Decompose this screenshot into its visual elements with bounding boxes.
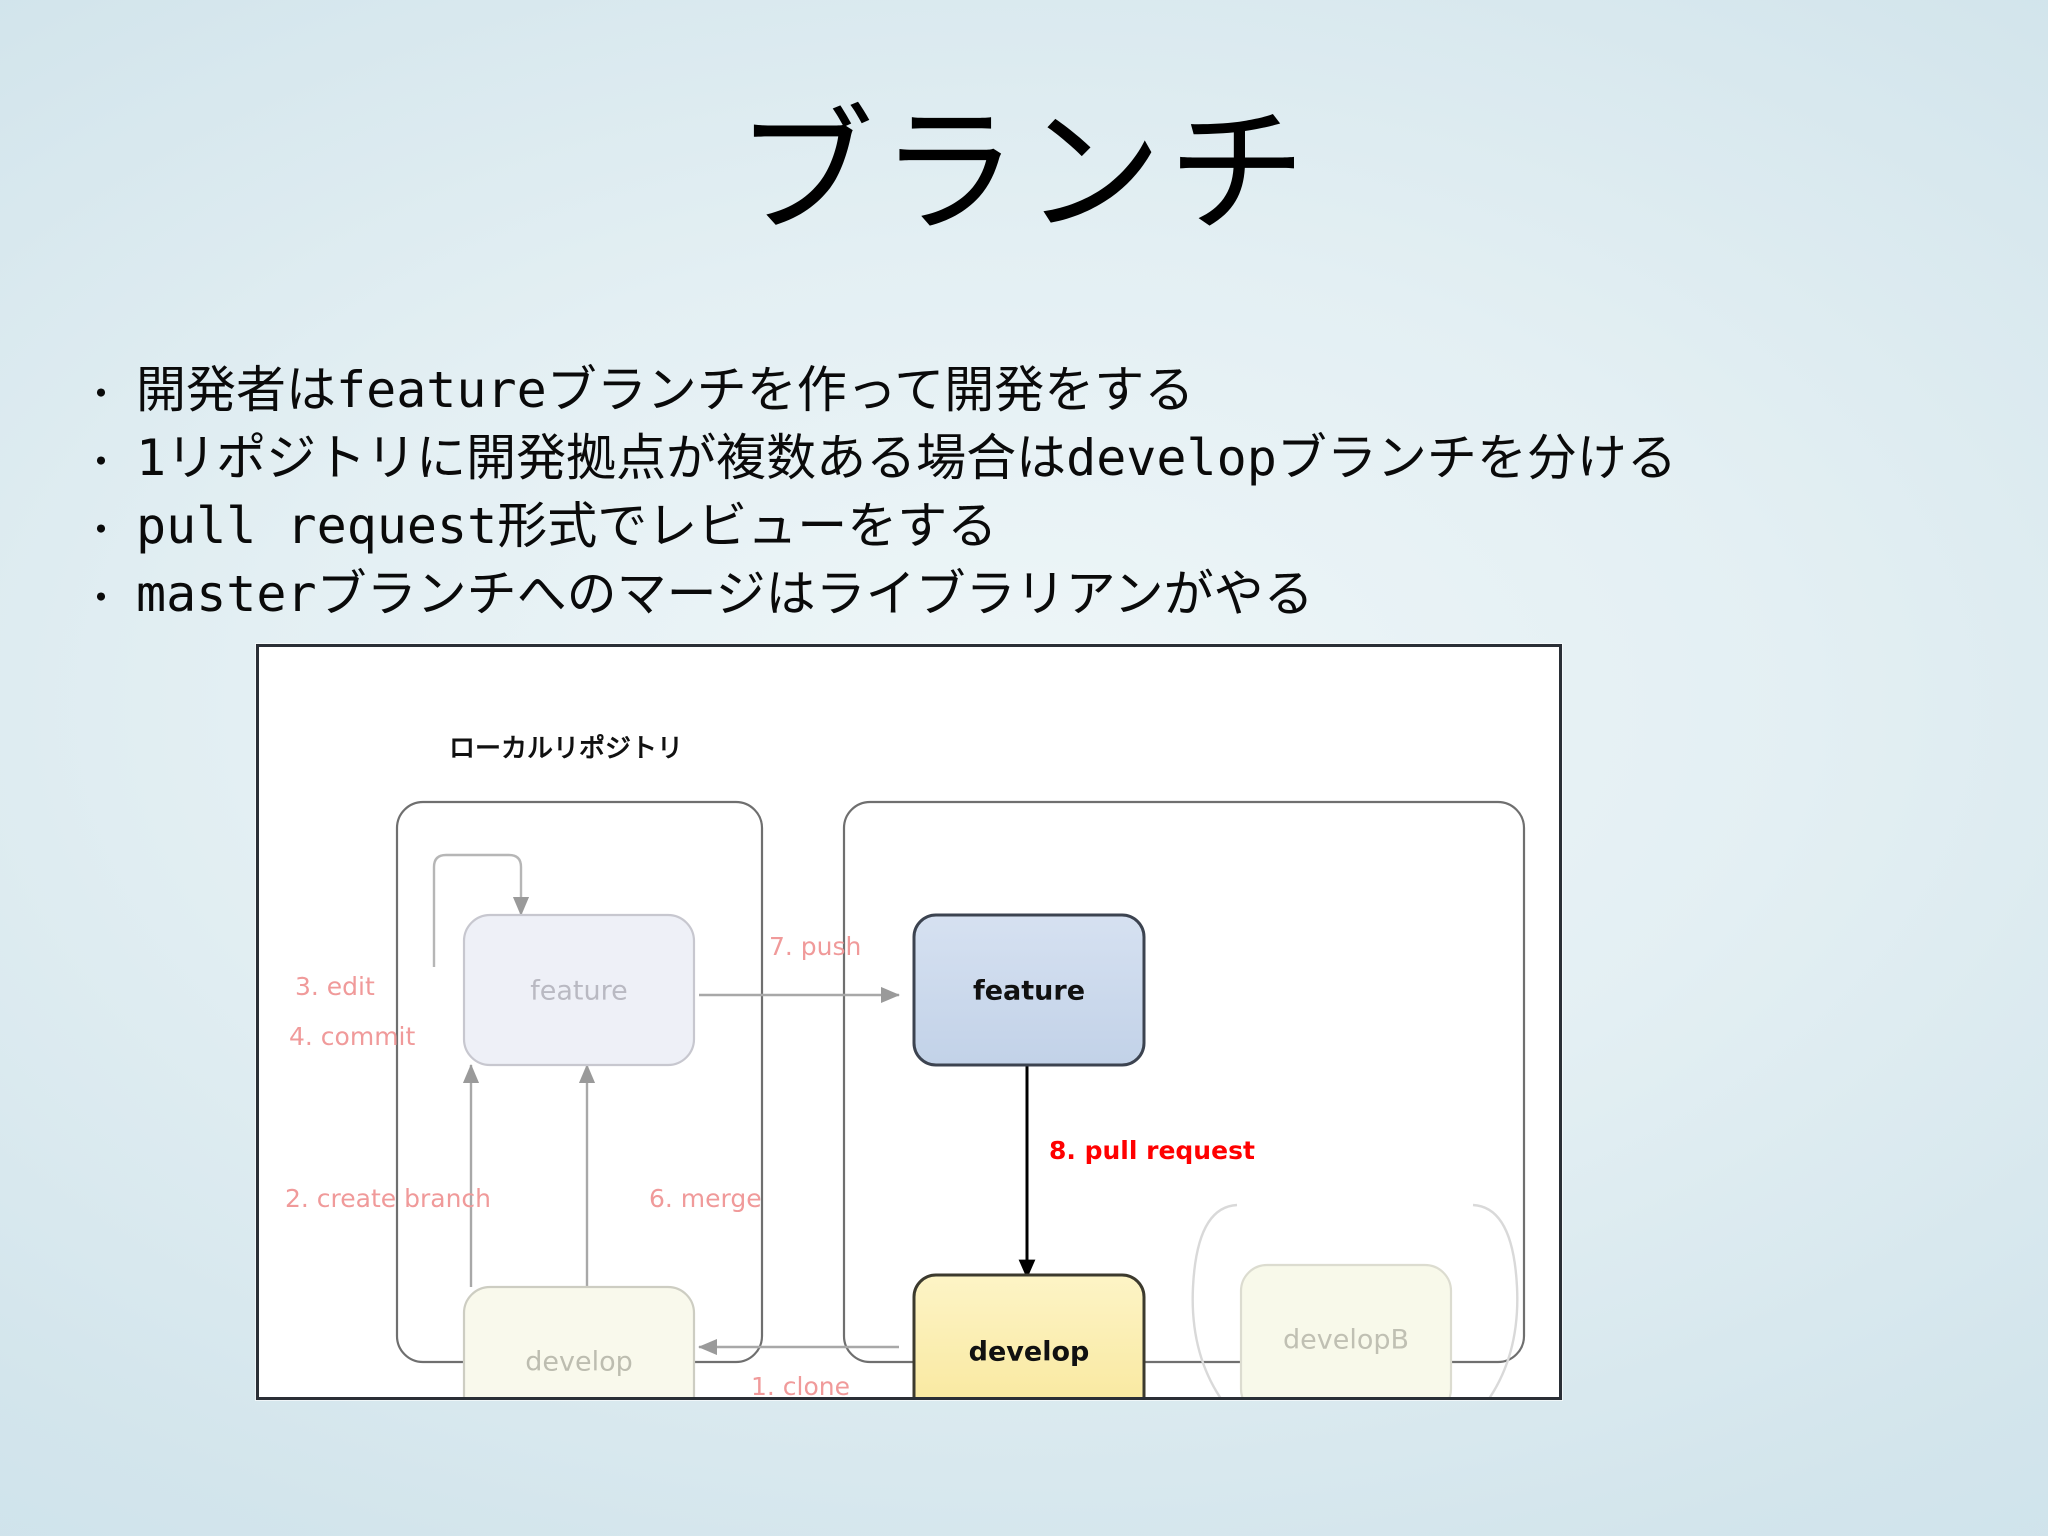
list-item: ・ 1リポジトリに開発拠点が複数ある場合はdevelopブランチを分ける	[82, 426, 1982, 494]
step-2-create-branch-label: 2. create branch	[285, 1184, 491, 1213]
node-local-develop[interactable]: develop	[462, 1285, 696, 1397]
bullet-list: ・ 開発者はfeatureブランチを作って開発をする ・ 1リポジトリに開発拠点…	[82, 358, 1982, 630]
branch-workflow-diagram: ローカルリポジトリ feature	[256, 644, 1562, 1400]
local-repo-container	[395, 800, 764, 1364]
bullet-text: 1リポジトリに開発拠点が複数ある場合はdevelopブランチを分ける	[136, 429, 1677, 487]
bullet-text: pull request形式でレビューをする	[136, 497, 998, 555]
page-title: ブランチ	[735, 92, 1312, 253]
list-item: ・ 開発者はfeatureブランチを作って開発をする	[82, 358, 1982, 426]
bullet-marker-icon: ・	[82, 440, 121, 484]
step-4-commit-label: 4. commit	[289, 1022, 415, 1051]
node-remote-develop[interactable]: develop	[912, 1273, 1146, 1397]
step-3-edit-label: 3. edit	[295, 972, 375, 1001]
step-1-clone-label: 1. clone	[751, 1372, 850, 1397]
node-remote-developB-label: developB	[1283, 1325, 1409, 1356]
local-repo-label: ローカルリポジトリ	[449, 733, 683, 764]
node-local-feature-label: feature	[530, 976, 627, 1007]
remote-repo-container	[842, 800, 1526, 1364]
node-remote-feature-label: feature	[973, 976, 1085, 1007]
bullet-marker-icon: ・	[82, 576, 121, 620]
step-6-merge-label: 6. merge	[649, 1184, 762, 1213]
diagram-canvas: ローカルリポジトリ feature	[285, 733, 1526, 1397]
node-remote-develop-label: develop	[969, 1337, 1090, 1368]
step-8-pull-request-label: 8. pull request	[1049, 1136, 1255, 1165]
bullet-text: 開発者はfeatureブランチを作って開発をする	[136, 361, 1195, 419]
developB-left-bracket-icon	[1191, 1203, 1238, 1397]
node-remote-developB[interactable]: developB	[1239, 1263, 1453, 1397]
developB-right-bracket-icon	[1472, 1203, 1519, 1397]
bullet-text: masterブランチへのマージはライブラリアンがやる	[136, 565, 1314, 623]
step-7-push-label: 7. push	[769, 932, 861, 961]
node-local-feature[interactable]: feature	[462, 913, 696, 1067]
node-remote-feature[interactable]: feature	[912, 913, 1146, 1067]
bullet-marker-icon: ・	[82, 508, 121, 552]
node-local-develop-label: develop	[525, 1347, 633, 1378]
list-item: ・ masterブランチへのマージはライブラリアンがやる	[82, 562, 1982, 630]
list-item: ・ pull request形式でレビューをする	[82, 494, 1982, 562]
bullet-marker-icon: ・	[82, 372, 121, 416]
local-feature-selfloop-arrow	[432, 853, 530, 967]
